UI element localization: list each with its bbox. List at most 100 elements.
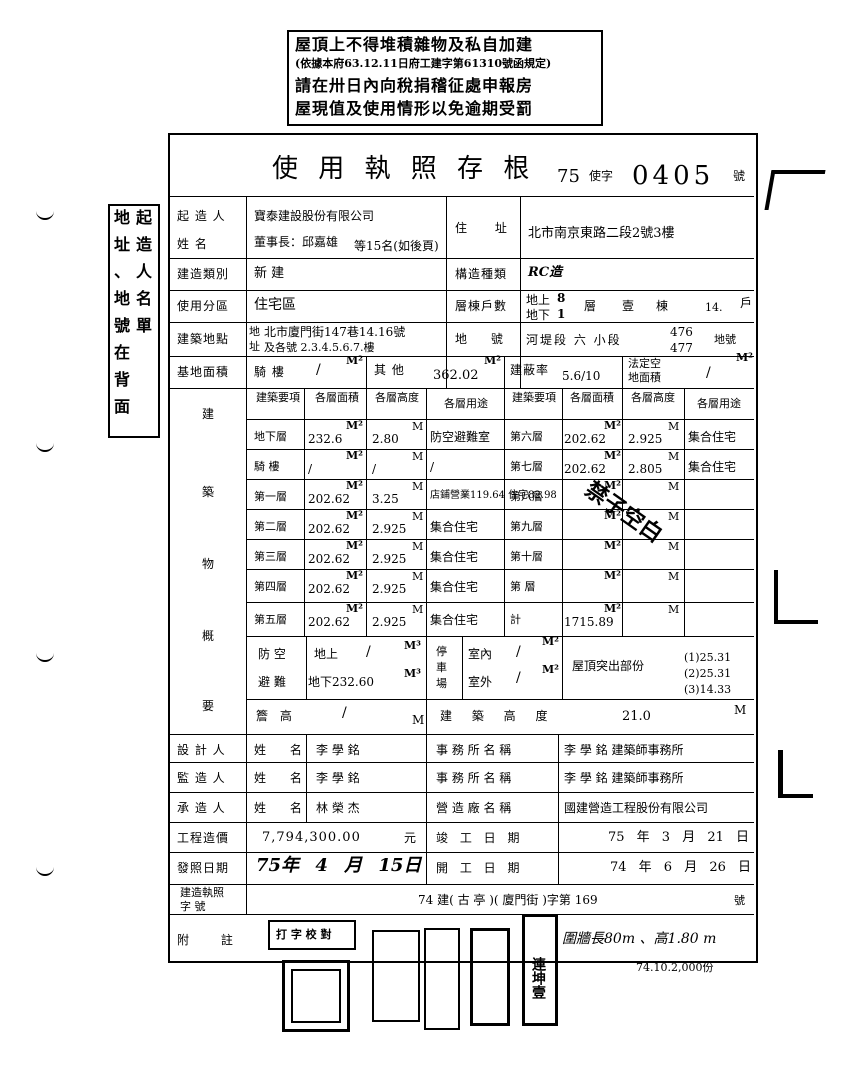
hdr-item-r: 建築要項 bbox=[512, 391, 556, 404]
floors-above: 地上 bbox=[526, 293, 551, 307]
floor-height-unit-right: M bbox=[668, 450, 680, 463]
floor-area-unit-right: M² bbox=[604, 539, 621, 552]
floor-use-left: 店鋪營業119.64 住宅82.98 bbox=[430, 490, 557, 501]
floor-height-unit-right: M bbox=[668, 603, 680, 616]
owner-company: 寶泰建設股份有限公司 bbox=[254, 209, 375, 223]
binding-mark-2 bbox=[36, 440, 54, 452]
floor-name-left: 地下層 bbox=[254, 430, 287, 443]
floor-name-right: 第八層 bbox=[510, 490, 543, 503]
done-value: 75 年 3 月 21 日 bbox=[608, 830, 750, 845]
arcade-label: 騎 樓 bbox=[254, 365, 285, 379]
floor-area-left: 202.62 bbox=[308, 615, 350, 629]
shelter-below: 地下232.60 bbox=[308, 675, 374, 689]
side-note-char: 號 bbox=[114, 316, 131, 335]
hdr-use-l: 各層用途 bbox=[444, 397, 488, 410]
floor-use-left: 集合住宅 bbox=[430, 520, 479, 534]
floor-area-left: 202.62 bbox=[308, 492, 350, 506]
floor-height-unit-left: M bbox=[412, 420, 424, 433]
bh-label: 建 築 高 度 bbox=[440, 709, 556, 723]
hdr-area-l: 各層面積 bbox=[315, 391, 359, 404]
coverage-value: 5.6/10 bbox=[562, 369, 601, 383]
floor-area-unit-right: M² bbox=[604, 479, 621, 492]
notice-line3: 請在卅日內向稅捐稽征處申報房 bbox=[295, 76, 534, 95]
cost-value: 7,794,300.00 bbox=[262, 830, 361, 845]
parking-3: 場 bbox=[436, 677, 447, 690]
hdr-height-l: 各層高度 bbox=[375, 391, 419, 404]
parking-indoor-unit: M² bbox=[542, 635, 559, 648]
summary-char: 概 bbox=[202, 629, 215, 643]
floor-area-unit-right: M² bbox=[604, 569, 621, 582]
floor-height-right: 2.805 bbox=[628, 462, 663, 476]
floor-height-left: 2.925 bbox=[372, 582, 407, 596]
coverage-label: 建蔽率 bbox=[510, 363, 550, 377]
floor-area-right: 202.62 bbox=[564, 432, 606, 446]
bh-value: 21.0 bbox=[622, 709, 651, 724]
side-note-char: 單 bbox=[136, 316, 153, 335]
parking-indoor-slash: / bbox=[516, 644, 521, 660]
permit-label-2: 字 號 bbox=[180, 900, 206, 913]
floor-name-left: 第二層 bbox=[254, 520, 287, 533]
form-title: 使 用 執 照 存 根 bbox=[272, 154, 536, 184]
binding-mark-1 bbox=[36, 208, 54, 220]
side-note-char: 址 bbox=[114, 235, 131, 254]
floors-label: 層棟戶數 bbox=[455, 299, 508, 313]
issue-value: 75年 4 月 15日 bbox=[256, 855, 422, 876]
floor-name-right: 第九層 bbox=[510, 520, 543, 533]
notice-line2: (依據本府63.12.11日府工建字第61310號函規定) bbox=[295, 57, 552, 70]
floor-use-left: 集合住宅 bbox=[430, 613, 479, 627]
floor-use-right: 集合住宅 bbox=[688, 430, 737, 444]
permit-suffix-2: 號 bbox=[734, 894, 745, 907]
side-note-char: 在 bbox=[114, 343, 131, 362]
side-note-char: 地 bbox=[114, 208, 131, 227]
roof-1: (1)25.31 bbox=[684, 651, 732, 664]
binding-mark-3 bbox=[36, 650, 54, 662]
other-value: 362.02 bbox=[433, 368, 479, 383]
permit-form bbox=[168, 133, 758, 963]
floor-height-unit-left: M bbox=[412, 603, 424, 616]
floor-name-left: 第一層 bbox=[254, 490, 287, 503]
side-note-char: 人 bbox=[136, 262, 153, 281]
floor-name-left: 第三層 bbox=[254, 550, 287, 563]
hdr-area-r: 各層面積 bbox=[570, 391, 614, 404]
other-label: 其 他 bbox=[374, 363, 405, 377]
floor-area-unit-left: M² bbox=[346, 509, 363, 522]
lot-no-2: 477 bbox=[670, 341, 693, 355]
site-line-2: 及各號 2.3.4.5.6.7.樓 bbox=[264, 341, 375, 354]
site-prefix-2: 址 bbox=[249, 340, 260, 353]
floor-area-left: 202.62 bbox=[308, 522, 350, 536]
proofread-box: 打 字 校 對 bbox=[268, 920, 356, 950]
site-prefix-1: 地 bbox=[249, 325, 260, 338]
permit-suffix: 號 bbox=[733, 169, 746, 183]
start-value: 74 年 6 月 26 日 bbox=[610, 860, 752, 875]
side-note-char: 名 bbox=[136, 289, 153, 308]
floor-unit: 層 bbox=[584, 299, 597, 313]
floor-area-unit-right: M² bbox=[604, 419, 621, 432]
open-label-1: 法定空 bbox=[628, 357, 661, 370]
category-value: 新 建 bbox=[254, 266, 285, 281]
category-label: 建造類別 bbox=[177, 267, 230, 281]
floor-area-unit-left: M² bbox=[346, 602, 363, 615]
floor-height-left: / bbox=[372, 462, 377, 476]
floor-name-left: 第四層 bbox=[254, 580, 287, 593]
owner-rep-extra: 等15名(如後頁) bbox=[354, 239, 439, 253]
start-label: 開 工 日 期 bbox=[436, 861, 524, 875]
area-label: 基地面積 bbox=[177, 365, 230, 379]
side-note-char: 背 bbox=[114, 370, 131, 389]
arcade-unit: M² bbox=[346, 354, 363, 367]
hdr-use-r: 各層用途 bbox=[697, 397, 741, 410]
seal-stamp-3 bbox=[424, 928, 460, 1030]
floor-height-unit-right: M bbox=[668, 570, 680, 583]
floor-height-unit-left: M bbox=[412, 450, 424, 463]
hdr-item-l: 建築要項 bbox=[256, 391, 300, 404]
notice-stamp: 屋頂上不得堆積雜物及私自加建 (依據本府63.12.11日府工建字第61310號… bbox=[287, 30, 603, 126]
floor-name-left: 騎 樓 bbox=[254, 460, 280, 473]
person-name: 林 榮 杰 bbox=[316, 801, 360, 815]
floor-height-left: 2.925 bbox=[372, 615, 407, 629]
floor-name-right: 第 層 bbox=[510, 580, 536, 593]
eave-value: / bbox=[342, 705, 347, 721]
structure-label: 構造種類 bbox=[455, 267, 508, 281]
lot-label: 地 號 bbox=[455, 332, 513, 346]
open-slash: / bbox=[706, 365, 711, 381]
person-role: 監 造 人 bbox=[177, 771, 226, 785]
parking-1: 停 bbox=[436, 645, 447, 658]
